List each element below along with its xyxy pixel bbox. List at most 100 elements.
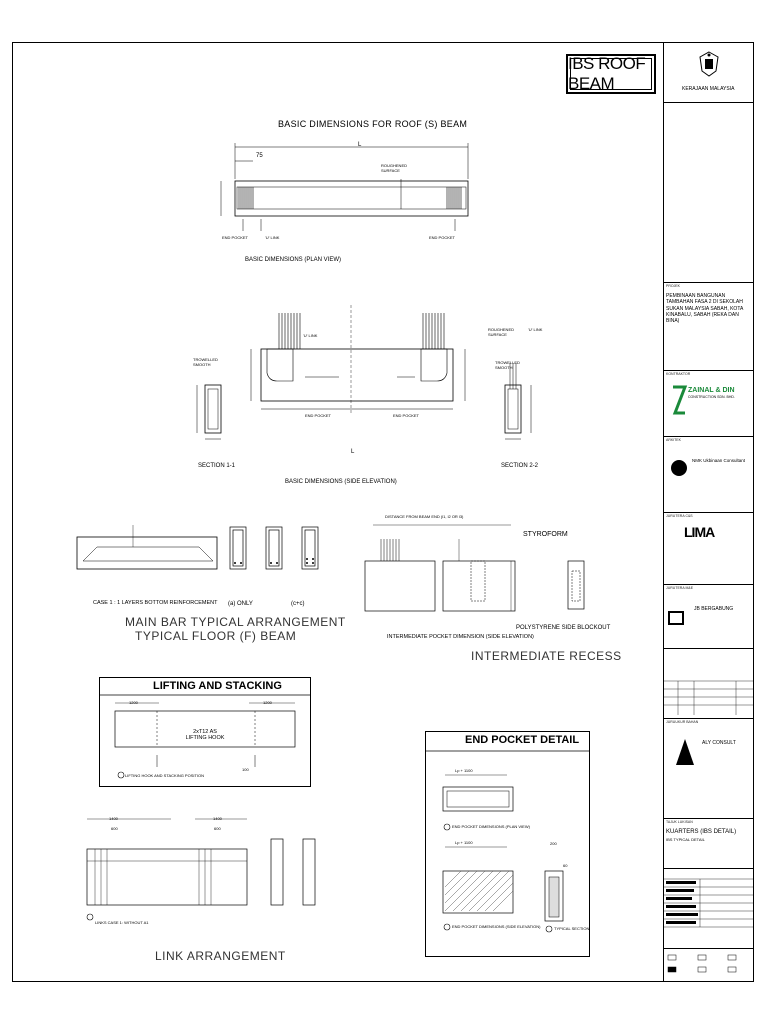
tb-contractor: KONTRAKTOR ZAINAL & DIN CONSTRUCTION SDN… [664,371,754,437]
contractor-name: ZAINAL & DIN [688,387,735,394]
intermediate-pocket-drawing [364,524,516,612]
main-bar-beam-drawing [76,525,218,570]
tb-cs: JURUTERA C&S LIMA [664,513,754,585]
lifting-panel-frame [99,677,311,787]
end-pocket-side-label-1: END POCKET [305,413,332,418]
trowelled-label-1: TROWELLED SMOOTH [193,357,218,367]
dim-200: 200 [550,841,557,846]
plan-view-caption: BASIC DIMENSIONS (PLAN VIEW) [245,257,342,263]
poly-blockout-caption: POLYSTYRENE SIDE BLOCKOUT [516,625,611,631]
contractor-logo-icon [672,385,688,415]
drawing-info-table [664,878,754,928]
drawing-title: KUARTERS (IBS DETAIL) [666,829,737,835]
u-link-label-1: 'U' LINK [265,235,280,240]
plan-view-drawing [220,143,469,231]
qs-logo-icon [676,739,694,765]
project-label: PROJEK [666,284,681,288]
drawing-area: IBS ROOF BEAM BASIC DIMENSIONS FOR ROOF … [13,43,663,981]
lifting-hook-label: 2xT12 AS LIFTING HOOK [185,729,225,741]
qs-label: JURUUKUR BAHAN [666,720,699,724]
end-pocket-side-caption: END POCKET DIMENSIONS (SIDE ELEVATION) [452,924,541,929]
architect-logo-icon [671,460,687,476]
tb-qs: JURUUKUR BAHAN ALY CONSULT [664,719,754,819]
main-bar-title-2: TYPICAL FLOOR (F) BEAM [135,629,297,643]
dim-L-bottom: L [351,449,355,455]
agency-label: KERAJAAN MALAYSIA [682,86,735,92]
u-link-label-3: 'U' LINK [528,327,543,332]
end-pocket-title: END POCKET DETAIL [465,734,580,746]
tb-stage [664,949,754,981]
me-name: JB BERGABUNG [694,606,734,612]
side-elevation-caption: BASIC DIMENSIONS (SIDE ELEVATION) [285,479,397,485]
end-pocket-plan-caption: END POCKET DIMENSIONS (PLAN VIEW) [452,824,530,829]
trowelled-label-2: TROWELLED SMOOTH [495,360,520,370]
contractor-label: KONTRAKTOR [666,372,691,376]
side-elevation-drawing [250,305,466,415]
dim-1200-right: 1200 [263,700,272,705]
int-pocket-caption: INTERMEDIATE POCKET DIMENSION (SIDE ELEV… [387,634,534,640]
dim-75: 75 [256,153,263,159]
me-logo-icon [668,611,684,625]
tb-revisions [664,649,754,719]
dim-600-left: 600 [111,826,118,831]
dim-60: 60 [563,863,568,868]
link-arrangement-drawing [86,818,316,921]
cs-label: JURUTERA C&S [666,514,693,518]
tb-project: PROJEK PEMBINAAN BANGUNAN TAMBAHAN FASA … [664,283,754,371]
me-label: JURUTERA M&E [666,586,694,590]
end-pocket-label-1: END POCKET [222,235,249,240]
tb-drawing-title: TAJUK LUKISAN KUARTERS (IBS DETAIL) IBS … [664,819,754,869]
title-block: KERAJAAN MALAYSIA PROJEK PEMBINAAN BANGU… [663,43,754,981]
roughened-label: ROUGHENED SURFACE [381,163,408,173]
dim-1200-left: 1200 [129,700,138,705]
int-recess-title: INTERMEDIATE RECESS [471,649,622,663]
tb-agency: KERAJAAN MALAYSIA [664,43,754,103]
drawing-sheet: IBS ROOF BEAM BASIC DIMENSIONS FOR ROOF … [12,42,754,982]
cs-name: LIMA [684,524,715,540]
end-pocket-side-label-2: END POCKET [393,413,420,418]
tb-blank [664,103,754,283]
dim-1400-right: 1400 [213,816,222,821]
tb-architect: ARKITEK NMK Ukbinaan Consultant [664,437,754,513]
roughened-label-2: ROUGHENED SURFACE [488,327,515,337]
only-c-caption: (c+c) [291,601,305,607]
basic-dims-title: BASIC DIMENSIONS FOR ROOF (S) BEAM [278,119,468,129]
drawing-label: TAJUK LUKISAN [666,820,693,824]
end-pocket-label-2: END POCKET [429,235,456,240]
lifting-title: LIFTING AND STACKING [153,680,282,692]
architect-name: NMK Ukbinaan Consultant [692,458,746,463]
project-name: PEMBINAAN BANGUNAN TAMBAHAN FASA 2 DI SE… [666,293,744,324]
drawing-sub: IBS TYPICAL DETAIL [666,837,705,842]
lifting-note: LIFTING HOOK AND STACKING POSITION [125,773,205,778]
styrofoam-label: STYROFORM [523,531,568,538]
section-2-caption: SECTION 2-2 [501,463,539,469]
dim-1400-left: 1400 [109,816,118,821]
qs-name: ALY CONSULT [702,740,736,746]
dim-100: 100 [242,767,249,772]
main-bar-sections [229,526,319,570]
link-arrangement-title: LINK ARRANGEMENT [155,949,286,963]
contractor-sub: CONSTRUCTION SDN. BHD. [688,395,735,399]
u-link-label-2: 'U' LINK [303,333,318,338]
links-note: LINKS CASE 1: WITHOUT A1 [95,920,149,925]
typical-section-caption: TYPICAL SECTION [554,926,590,931]
tb-drawing-info [664,869,754,949]
section-1-drawing [196,384,222,440]
distance-note: DISTANCE FROM BEAM END (l1, l2 OR l3) [385,514,464,519]
main-bar-title-1: MAIN BAR TYPICAL ARRANGEMENT [125,615,346,629]
stage-checkboxes [667,954,737,973]
architect-label: ARKITEK [666,438,681,442]
end-pocket-panel [425,731,590,957]
polystyrene-blockout-drawing [567,560,585,610]
only-a-caption: (a) ONLY [228,601,253,607]
title-stamp: IBS ROOF BEAM [566,54,656,94]
revision-table [664,680,754,715]
section-2-drawing [504,363,532,440]
dim-lp-side: Lp + 1100 [455,840,473,845]
tb-me: JURUTERA M&E JB BERGABUNG [664,585,754,649]
malaysia-crest-icon [699,51,719,77]
dim-L-top: L [358,142,362,148]
case-1-caption: CASE 1 : 1 LAYERS BOTTOM REINFORCEMENT [93,600,218,606]
dim-600-right: 600 [214,826,221,831]
dim-lp-plan: Lp + 1100 [455,768,473,773]
